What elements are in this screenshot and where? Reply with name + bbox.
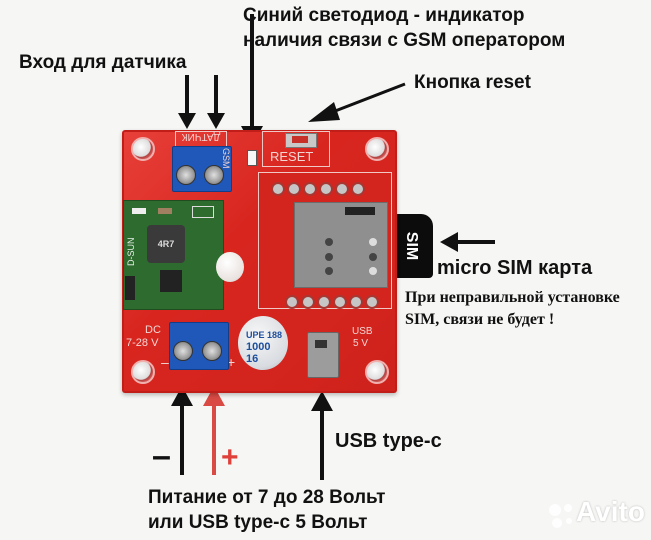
sim-warning-line1: При неправильной установке [405,289,620,306]
sim-contact [325,238,333,246]
reset-button-label: Кнопка reset [414,72,531,93]
minus-sign: – [152,437,171,475]
mounting-hole-bottom-right [365,360,389,384]
usb-port-opening [315,340,327,348]
smd-component [158,208,172,214]
header-pin [285,295,299,309]
header-pin [349,295,363,309]
power-label-line1: Питание от 7 до 28 Вольт [148,487,386,508]
capacitor-marking-2: 1000 [246,341,271,353]
inductor: 4R7 [147,225,185,263]
electrolytic-capacitor [238,316,288,370]
usb-type-c-label: USB type-c [335,430,442,452]
minus-arrow-shaft [180,400,184,475]
header-pin [317,295,331,309]
dc-silk-line2: 7-28 V [126,337,159,349]
sim-holder-latch [345,207,375,215]
buzzer [216,252,244,282]
regulator-chip [160,270,182,292]
mounting-hole-bottom-left [131,360,155,384]
avito-watermark: Avito [576,496,645,527]
header-pin [335,182,349,196]
sim-arrow-shaft [455,240,495,244]
power-terminal-screw-minus [173,341,193,361]
led-title-line2: наличия связи с GSM оператором [243,30,566,51]
capacitor-marking-3: 16 [246,353,259,365]
header-pin [351,182,365,196]
header-pin [333,295,347,309]
usb-silk-line1: USB [352,326,373,337]
avito-logo-icon [549,504,572,528]
sensor-terminal-screw-1 [176,165,196,185]
led-title-line1: Синий светодиод - индикатор [243,5,525,26]
header-pin [303,182,317,196]
sensor-arrow-left-head [178,113,196,129]
sim-contact [369,238,377,246]
smd-component [192,206,214,218]
header-pin [301,295,315,309]
power-terminal-screw-plus [202,341,222,361]
usb-arrow-shaft [320,405,324,480]
sim-warning-line2: SIM, связи не будет ! [405,311,555,328]
gsm-led [247,150,257,166]
reset-silk-box [262,131,330,167]
micro-sim-label: micro SIM карта [437,257,593,279]
sim-card-text: SIM [403,231,420,261]
sensor-arrow-right-head [207,113,225,129]
reset-button-cap[interactable] [292,136,308,143]
reset-arrow [308,82,406,122]
smd-component [132,208,146,214]
mounting-hole-top-left [131,137,155,161]
usb-arrow-head [311,391,333,411]
sim-contact [325,253,333,261]
dc-silk-line1: DC [145,324,161,336]
mounting-hole-top-right [365,137,389,161]
plus-silk: + [227,354,236,370]
usb-type-c-port[interactable] [307,332,339,378]
plus-arrow-shaft [212,400,216,475]
diode [125,276,135,300]
usb-silk-line2: 5 V [353,338,369,349]
minus-silk: – [161,354,169,370]
sim-arrow-head [440,232,458,252]
sensor-arrow-left-shaft [185,75,189,115]
sim-contact [325,267,333,275]
header-pin [287,182,301,196]
led-arrow-shaft [250,14,254,129]
capacitor-marking-1: UPE 188 [246,330,283,340]
sensor-terminal-screw-2 [204,165,224,185]
sim-contact [369,253,377,261]
sensor-arrow-right-shaft [214,75,218,115]
module-silk-text: D-SUN [126,237,136,267]
header-pin [365,295,379,309]
gsm-silk-text: GSM [221,148,231,169]
plus-sign: + [221,441,239,474]
header-pin [271,182,285,196]
sensor-silk-text: ДАТЧИК [181,131,221,142]
sensor-input-label: Вход для датчика [19,52,187,73]
reset-silk-text: RESET [270,149,314,164]
power-label-line2: или USB type-c 5 Вольт [148,512,368,533]
sim-contact [369,267,377,275]
header-pin [319,182,333,196]
